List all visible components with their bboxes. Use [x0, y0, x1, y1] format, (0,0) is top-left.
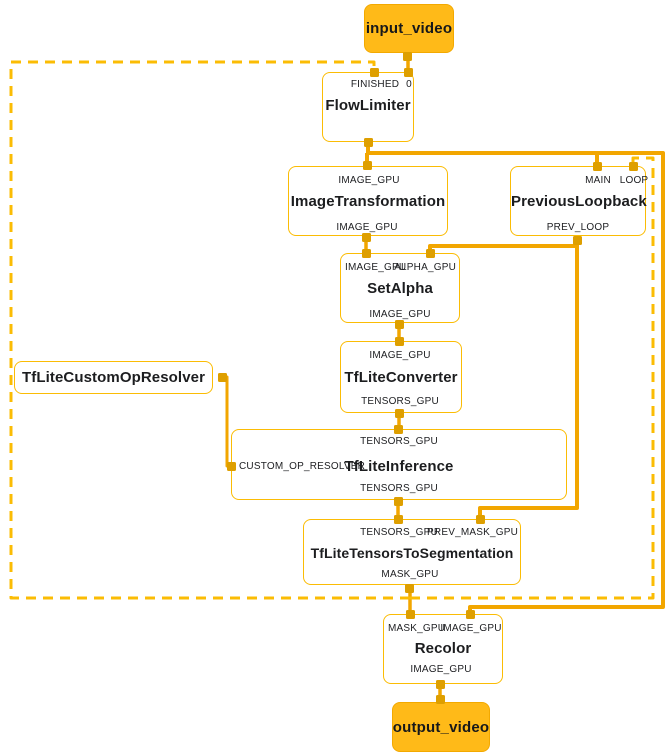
port-setalpha-image-gpu-out[interactable] — [395, 320, 404, 329]
port-flowlimiter-out[interactable] — [364, 138, 373, 147]
node-recolor[interactable]: MASK_GPU IMAGE_GPU Recolor IMAGE_GPU — [383, 614, 503, 684]
port-flowlimiter-finished[interactable] — [370, 68, 379, 77]
port-setalpha-alpha-gpu-in[interactable] — [426, 249, 435, 258]
port-label-main: MAIN — [585, 175, 611, 186]
node-tfliteinference[interactable]: TENSORS_GPU CUSTOM_OP_RESOLVER TfLiteInf… — [231, 429, 567, 500]
port-label-mask-gpu-in: MASK_GPU — [388, 623, 446, 634]
node-title: TfLiteInference — [344, 458, 454, 475]
stream-label: output_video — [392, 718, 490, 736]
port-label-image-gpu-out: IMAGE_GPU — [410, 664, 472, 675]
port-label-prev-loop: PREV_LOOP — [546, 222, 610, 233]
node-title: TfLiteConverter — [344, 369, 458, 386]
port-recolor-mask-gpu-in[interactable] — [406, 610, 415, 619]
port-label-loop: LOOP — [619, 175, 649, 186]
port-flowlimiter-0[interactable] — [404, 68, 413, 77]
node-setalpha[interactable]: IMAGE_GPU ALPHA_GPU SetAlpha IMAGE_GPU — [340, 253, 460, 323]
port-recolor-image-gpu-out[interactable] — [436, 680, 445, 689]
port-label-image-gpu-out: IMAGE_GPU — [336, 222, 398, 233]
edge-back-mask-finished — [9, 60, 410, 600]
node-tflitetensorstosegmentation[interactable]: TENSORS_GPU PREV_MASK_GPU TfLiteTensorsT… — [303, 519, 521, 585]
port-label-tensors-gpu-in: TENSORS_GPU — [360, 527, 438, 538]
edge-flowlimiter-trunk — [366, 142, 665, 615]
port-label-image-gpu-out: IMAGE_GPU — [369, 309, 431, 320]
port-label-image-gpu-in: IMAGE_GPU — [338, 175, 400, 186]
port-segmentation-tensors-gpu-in[interactable] — [394, 515, 403, 524]
port-setalpha-image-gpu-in[interactable] — [362, 249, 371, 258]
node-imagetransformation[interactable]: IMAGE_GPU ImageTransformation IMAGE_GPU — [288, 166, 448, 236]
port-tfliteinference-tensors-gpu-in[interactable] — [394, 425, 403, 434]
port-label-prev-mask-gpu-in: PREV_MASK_GPU — [427, 527, 518, 538]
node-title: PreviousLoopback — [511, 193, 647, 210]
port-tfliteinference-custom-op-resolver-in[interactable] — [227, 462, 236, 471]
port-outputvideo-in[interactable] — [436, 695, 445, 704]
port-tfliteinference-tensors-gpu-out[interactable] — [394, 497, 403, 506]
port-label-image-gpu-in: IMAGE_GPU — [440, 623, 502, 634]
port-label-0: 0 — [406, 79, 412, 90]
edge-back-mask-loop — [410, 156, 655, 600]
node-title: TfLiteTensorsToSegmentation — [310, 545, 514, 561]
node-title: SetAlpha — [367, 280, 433, 297]
port-segmentation-mask-gpu-out[interactable] — [405, 584, 414, 593]
port-label-finished: FINISHED — [350, 79, 400, 90]
node-title: ImageTransformation — [290, 193, 446, 210]
port-label-alpha-gpu-in: ALPHA_GPU — [394, 262, 456, 273]
port-label-tensors-gpu-in: TENSORS_GPU — [360, 436, 438, 447]
stream-node-input-video[interactable]: input_video — [364, 4, 454, 53]
port-previousloopback-main[interactable] — [593, 162, 602, 171]
port-imagetransformation-image-gpu-out[interactable] — [362, 233, 371, 242]
port-tfliteconverter-tensors-gpu-out[interactable] — [395, 409, 404, 418]
node-tflitecustomopresolver[interactable]: TfLiteCustomOpResolver — [14, 361, 213, 394]
port-label-image-gpu-in: IMAGE_GPU — [345, 262, 407, 273]
node-title: TfLiteCustomOpResolver — [21, 368, 206, 386]
node-tfliteconverter[interactable]: IMAGE_GPU TfLiteConverter TENSORS_GPU — [340, 341, 462, 413]
port-label-custom-op-resolver: CUSTOM_OP_RESOLVER — [239, 461, 366, 472]
port-segmentation-prev-mask-gpu-in[interactable] — [476, 515, 485, 524]
node-title: Recolor — [414, 640, 472, 657]
port-label-mask-gpu-out: MASK_GPU — [381, 569, 439, 580]
node-title: FlowLimiter — [325, 97, 411, 114]
port-previousloopback-loop[interactable] — [629, 162, 638, 171]
port-label-tensors-gpu-out: TENSORS_GPU — [360, 483, 438, 494]
port-imagetransformation-image-gpu-in[interactable] — [363, 161, 372, 170]
port-tflitecustomopresolver-out[interactable] — [218, 373, 227, 382]
node-flowlimiter[interactable]: FINISHED 0 FlowLimiter — [322, 72, 414, 142]
port-label-image-gpu-in: IMAGE_GPU — [369, 350, 431, 361]
port-recolor-image-gpu-in[interactable] — [466, 610, 475, 619]
edge-prevloop-segmentation — [478, 240, 579, 520]
stream-label: input_video — [365, 20, 453, 37]
node-previousloopback[interactable]: MAIN LOOP PreviousLoopback PREV_LOOP — [510, 166, 649, 236]
stream-node-output-video[interactable]: output_video — [392, 702, 490, 752]
port-tfliteconverter-image-gpu-in[interactable] — [395, 337, 404, 346]
port-inputvideo-out[interactable] — [403, 52, 412, 61]
port-label-tensors-gpu-out: TENSORS_GPU — [361, 396, 439, 407]
port-previousloopback-prev-loop-out[interactable] — [573, 236, 582, 245]
